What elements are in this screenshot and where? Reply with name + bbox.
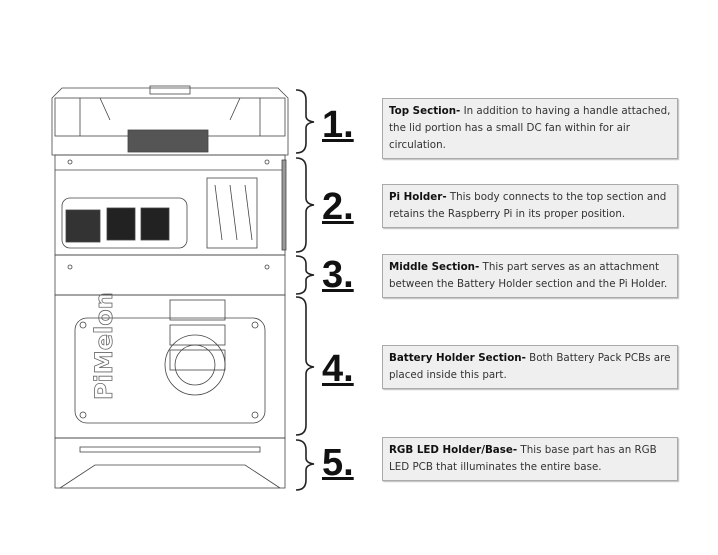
- section-title: Pi Holder-: [389, 191, 447, 203]
- section-number-3: 3.: [322, 254, 354, 296]
- description-rgb-led-base: RGB LED Holder/Base- This base part has …: [382, 437, 678, 481]
- section-text: In addition to having a handle attached,…: [389, 105, 671, 151]
- section-number-2: 2.: [322, 186, 354, 228]
- description-battery-holder: Battery Holder Section- Both Battery Pac…: [382, 345, 678, 389]
- section-number-4: 4.: [322, 348, 354, 390]
- description-top-section: Top Section- In addition to having a han…: [382, 98, 678, 159]
- middle-section-drawing: [54, 254, 286, 296]
- battery-holder-drawing: PiMelon: [54, 292, 286, 439]
- section-number-1: 1.: [322, 104, 354, 146]
- section-title: Battery Holder Section-: [389, 352, 526, 364]
- description-pi-holder: Pi Holder- This body connects to the top…: [382, 184, 678, 228]
- section-title: RGB LED Holder/Base-: [389, 444, 518, 456]
- section-title: Top Section-: [389, 105, 461, 117]
- section-braces: [295, 89, 315, 491]
- section-text: This base part has an RGB LED PCB that i…: [389, 444, 657, 473]
- section-text: This part serves as an attachment betwee…: [389, 261, 668, 290]
- section-text: This body connects to the top section an…: [389, 191, 667, 220]
- pi-holder-drawing: [54, 154, 287, 256]
- section-text: Both Battery Pack PCBs are placed inside…: [389, 352, 671, 381]
- base-drawing: [54, 437, 286, 489]
- logo-mark: PiMelon: [90, 292, 118, 400]
- section-number-5: 5.: [322, 442, 354, 484]
- section-title: Middle Section-: [389, 261, 480, 273]
- top-section-drawing: [51, 85, 289, 156]
- description-middle-section: Middle Section- This part serves as an a…: [382, 254, 678, 298]
